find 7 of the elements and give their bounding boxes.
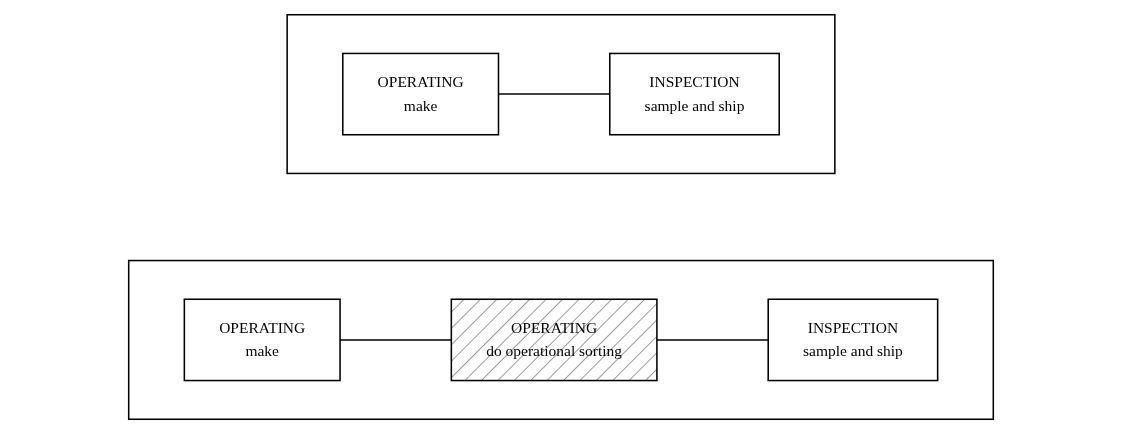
node-box: OPERATING make — [183, 298, 341, 382]
node-box: OPERATING make — [341, 52, 499, 136]
node-box: INSPECTION sample and ship — [766, 298, 938, 382]
node-box: OPERATING do operational sorting — [450, 298, 658, 382]
cluster — [127, 259, 994, 421]
cluster — [285, 13, 836, 175]
node-box: INSPECTION sample and ship — [608, 52, 780, 136]
